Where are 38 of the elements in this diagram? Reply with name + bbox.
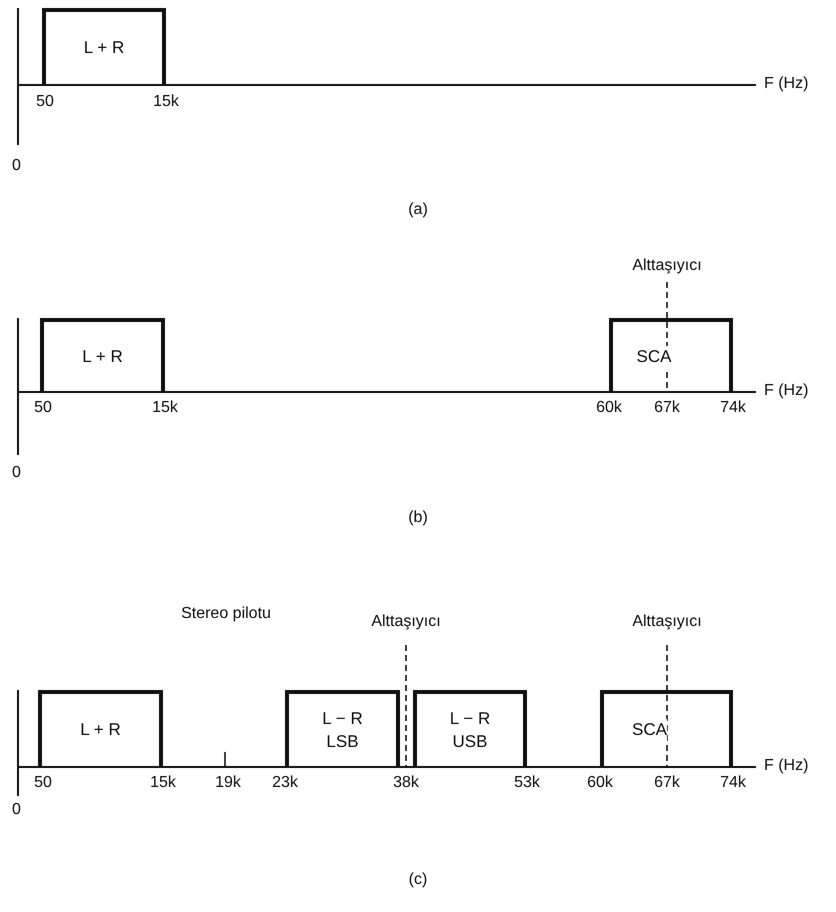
frequency-tick-label: 60k bbox=[596, 398, 622, 418]
frequency-tick-label: 50 bbox=[36, 92, 54, 112]
frequency-tick-label: 15k bbox=[150, 773, 176, 792]
frequency-band-box bbox=[38, 690, 163, 767]
panel-caption: (b) bbox=[408, 508, 428, 528]
frequency-tick-label: 19k bbox=[215, 773, 241, 792]
carrier-label: Alttaşıyıcı bbox=[371, 612, 441, 632]
frequency-band-box bbox=[600, 690, 733, 767]
origin-label: 0 bbox=[12, 463, 21, 482]
frequency-tick-label: 60k bbox=[587, 773, 613, 792]
carrier-label: Alttaşıyıcı bbox=[632, 256, 702, 276]
panel-caption: (c) bbox=[408, 870, 428, 890]
frequency-band-box bbox=[285, 690, 400, 767]
axis-label: F (Hz) bbox=[764, 381, 808, 400]
frequency-band-box bbox=[413, 690, 527, 767]
panel-caption: (a) bbox=[408, 200, 428, 220]
origin-label: 0 bbox=[12, 156, 21, 176]
frequency-tick-label: 74k bbox=[720, 398, 746, 418]
frequency-tick-label: 67k bbox=[654, 398, 680, 418]
frequency-band-box bbox=[40, 318, 165, 392]
band-label: SCA bbox=[632, 719, 667, 742]
frequency-tick-label: 74k bbox=[720, 773, 746, 792]
axis-label: F (Hz) bbox=[764, 74, 808, 94]
band-label: SCA bbox=[636, 346, 672, 368]
frequency-band-box bbox=[609, 318, 733, 392]
pilot-label: Stereo pilotu bbox=[181, 604, 271, 624]
frequency-tick-label: 15k bbox=[153, 92, 179, 112]
frequency-tick-label: 67k bbox=[654, 773, 680, 792]
frequency-tick-label: 23k bbox=[272, 773, 298, 792]
frequency-tick-label: 15k bbox=[152, 398, 178, 418]
frequency-tick-label: 50 bbox=[34, 773, 52, 792]
axis-label: F (Hz) bbox=[764, 756, 808, 776]
frequency-tick-label: 50 bbox=[34, 398, 52, 418]
frequency-tick-label: 53k bbox=[514, 773, 540, 792]
frequency-tick-label: 38k bbox=[393, 773, 419, 792]
carrier-label: Alttaşıyıcı bbox=[632, 612, 702, 632]
frequency-band-box bbox=[42, 8, 166, 85]
origin-label: 0 bbox=[12, 800, 21, 820]
